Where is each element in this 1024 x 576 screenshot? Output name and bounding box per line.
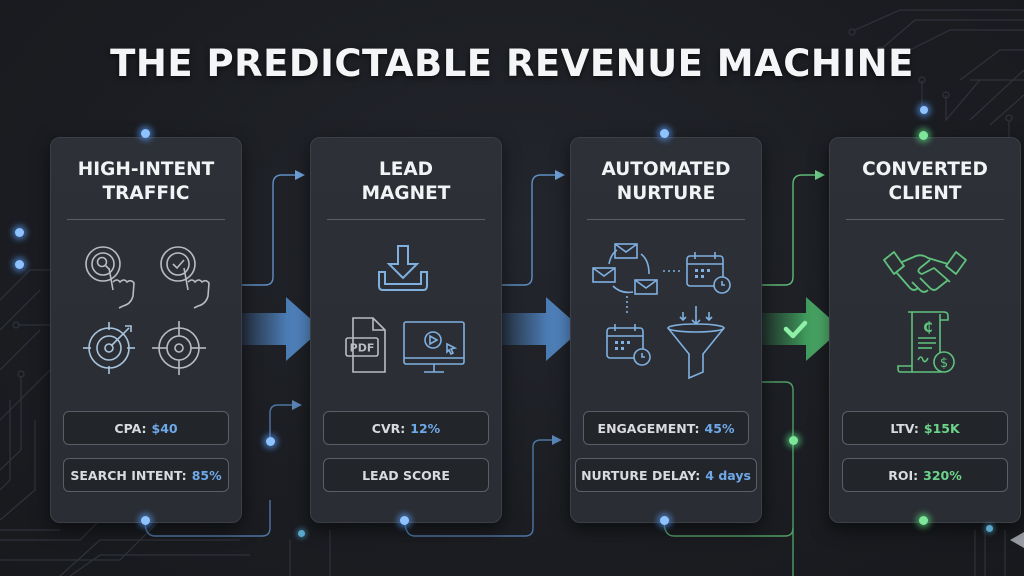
node-dot [141,516,150,525]
metric-cpa: CPA: $40 [63,411,229,445]
node-dot [298,530,305,537]
node-dot [15,260,24,269]
flow-arrow-1 [232,297,322,361]
stage-title: LEAD MAGNET [361,159,451,204]
stage-title: HIGH-INTENT TRAFFIC [77,159,215,204]
divider [67,219,225,220]
metric-roi: ROI: 320% [842,458,1008,492]
divider [327,219,485,220]
email-cycle-icon [592,243,658,295]
metric-search-intent: SEARCH INTENT: 85% [63,458,229,492]
flow-arrow-2 [492,297,582,361]
invoice-dollar-icon: ₵ $ [897,311,955,373]
arrow-right-icon [232,297,322,361]
divider [846,219,1004,220]
metric-nurture-delay: NURTURE DELAY: 4 days [575,458,757,492]
metric-ltv: LTV: $15K [842,411,1008,445]
svg-text:PDF: PDF [350,342,375,355]
funnel-icon [667,306,725,380]
divider [587,219,745,220]
node-dot [920,106,928,114]
crosshair-icon [152,321,206,375]
handshake-icon [883,251,967,293]
check-click-icon [160,246,210,309]
stage-icons: PDF [345,245,465,373]
stage-panel-lead-magnet: LEAD MAGNET PDF CVR: 12% LEAD SCORE [310,137,502,523]
pdf-file-icon: PDF [345,317,386,373]
stage-panel-automated-nurture: AUTOMATED NURTURE [570,137,762,523]
stage-title: AUTOMATED NURTURE [601,159,731,204]
node-dot [986,525,993,532]
search-click-icon [85,246,135,309]
calendar-clock-icon [686,252,731,294]
page-title: THE PREDICTABLE REVENUE MACHINE [110,42,914,85]
node-dot [789,436,798,445]
node-dot [660,516,669,525]
flow-arrow-3 [752,297,842,361]
metric-engagement: ENGAGEMENT: 45% [583,411,749,445]
node-dot [660,129,669,138]
svg-text:$: $ [940,356,948,371]
stage-panel-converted-client: CONVERTED CLIENT ₵ $ LTV: $15K ROI: 320% [829,137,1021,523]
metric-cvr: CVR: 12% [323,411,489,445]
target-arrow-icon [83,322,135,374]
node-dot [400,516,409,525]
svg-text:₵: ₵ [923,320,933,336]
metric-lead-score: LEAD SCORE [323,458,489,492]
stage-icons [83,246,210,375]
node-dot [141,129,150,138]
node-dot [919,516,928,525]
node-dot [15,228,24,237]
node-dot [266,437,275,446]
stage-icons: ₵ $ [883,251,967,373]
stage-title: CONVERTED CLIENT [862,159,988,204]
node-dot [919,131,928,140]
calendar-clock-icon [606,324,651,366]
arrow-right-icon [492,297,582,361]
stage-icons [592,243,731,380]
checkmark-icon [783,320,808,339]
video-monitor-icon [403,321,465,373]
download-icon [378,245,428,291]
stage-panel-high-intent-traffic: HIGH-INTENT TRAFFIC CPA: $40 SEARCH INT [50,137,242,523]
